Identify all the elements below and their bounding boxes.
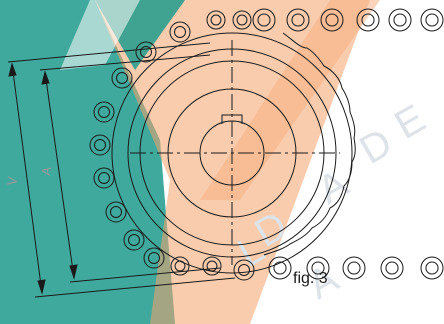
watermark-letter: D <box>353 120 400 173</box>
chain-roller <box>356 8 380 32</box>
chain-roller <box>320 8 344 32</box>
chain-pin <box>385 261 399 275</box>
chain-roller <box>420 256 444 280</box>
chain-roller <box>169 21 191 43</box>
chain-pin <box>210 14 222 26</box>
dimension-arrow <box>37 279 46 295</box>
chain-pin <box>325 13 339 27</box>
dimension-extension-top-inner <box>39 54 211 71</box>
roller-chain <box>89 8 444 281</box>
chain-pin <box>206 260 218 272</box>
dimension-extension-bottom-inner <box>69 267 221 283</box>
watermark-letter: E <box>388 96 433 147</box>
chain-roller <box>105 201 127 223</box>
chain-roller <box>342 256 366 280</box>
chain-roller <box>388 8 412 32</box>
chain-pin <box>116 72 128 84</box>
dimension-extension-bottom-outer <box>34 277 236 298</box>
chain-pin <box>393 13 407 27</box>
center-lines <box>130 40 340 265</box>
chain-pin <box>347 261 361 275</box>
chain-pin <box>257 13 271 27</box>
chain-roller <box>93 167 115 189</box>
chain-roller <box>306 256 330 280</box>
chain-roller <box>111 67 133 89</box>
chain-pin <box>98 106 110 118</box>
dimension-label-outer: V <box>4 175 20 186</box>
chain-pin <box>128 234 140 246</box>
chain-pin <box>425 261 439 275</box>
chain-pin <box>425 13 439 27</box>
chain-roller <box>232 10 252 30</box>
chain-pin <box>311 261 325 275</box>
chain-pin <box>236 14 248 26</box>
watermark-white-streak <box>60 0 140 70</box>
chain-pin <box>94 139 106 151</box>
sprocket-teeth <box>263 32 356 256</box>
sprocket-pitch-circle <box>111 32 353 274</box>
chain-pin <box>98 172 110 184</box>
watermark-orange-streak <box>200 0 380 200</box>
chain-roller <box>252 8 276 32</box>
chain-pin <box>174 26 186 38</box>
dimension-label-inner: A <box>38 165 54 176</box>
dimension-arrow <box>8 62 17 77</box>
chain-pin <box>148 252 160 264</box>
chain-roller <box>93 101 115 123</box>
chain-roller <box>135 41 157 63</box>
chain-roller <box>143 247 165 269</box>
chain-roller <box>286 8 310 32</box>
chain-pin <box>291 13 305 27</box>
chain-roller <box>123 229 145 251</box>
chain-roller <box>206 10 226 30</box>
chain-pin <box>110 206 122 218</box>
figure-caption: fig. 3 <box>293 270 328 287</box>
chain-roller <box>268 256 292 280</box>
dimension-line-inner <box>44 71 75 279</box>
chain-roller <box>420 8 444 32</box>
chain-roller <box>380 256 404 280</box>
chain-pin <box>174 260 186 272</box>
dimension-arrow <box>41 70 50 85</box>
chain-roller <box>202 256 222 276</box>
chain-roller <box>233 259 255 281</box>
chain-pin <box>140 46 152 58</box>
chain-roller <box>89 134 111 156</box>
chain-pin <box>273 261 287 275</box>
chain-pin <box>361 13 375 27</box>
dimension-arrow <box>69 264 78 280</box>
chain-roller <box>170 256 190 276</box>
chain-pin <box>238 264 250 276</box>
dimension-line-outer <box>11 63 43 294</box>
